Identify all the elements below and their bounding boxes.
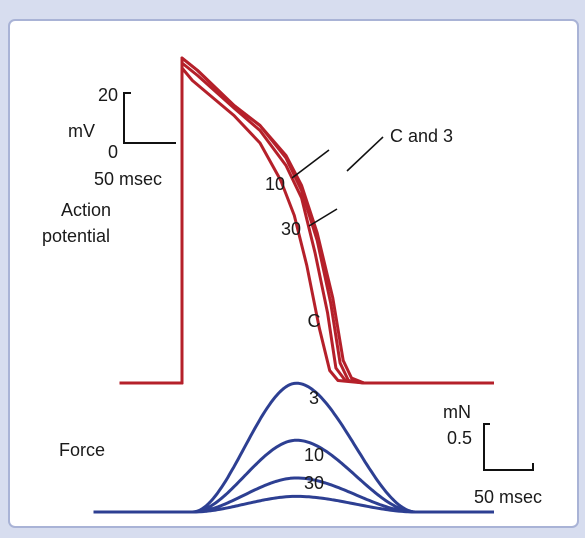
force-scale-time-label: 50 msec <box>474 487 542 507</box>
ap-annotation-c-and-3: C and 3 <box>390 126 453 146</box>
ap-series-10 <box>119 61 494 385</box>
ap-scale-bar <box>123 92 176 144</box>
force-scale-bar <box>483 423 534 471</box>
force-label-c: C <box>308 311 321 331</box>
ap-scale-bottom-label: 0 <box>108 142 118 162</box>
ap-scale-unit-label: mV <box>68 121 95 141</box>
force-label-10: 10 <box>304 445 324 465</box>
ap-annotation-leader-10 <box>291 149 330 179</box>
ap-annotation-leader-30 <box>308 208 338 227</box>
force-label-30: 30 <box>304 473 324 493</box>
force-panel-label: Force <box>59 440 105 460</box>
force-curves <box>93 381 494 514</box>
ap-annotation-30: 30 <box>281 219 301 239</box>
ap-annotation-10: 10 <box>265 174 285 194</box>
ap-series-3 <box>119 56 494 385</box>
force-series-10 <box>93 476 494 514</box>
force-series-3 <box>93 438 494 514</box>
force-scale-value-label: 0.5 <box>447 428 472 448</box>
action-potential-curves <box>119 56 494 385</box>
ap-panel-label-line2: potential <box>42 226 110 246</box>
force-series-c <box>93 381 494 514</box>
plot-frame <box>8 19 579 528</box>
ap-scale-top-label: 20 <box>98 85 118 105</box>
force-label-3: 3 <box>309 388 319 408</box>
ap-series-30 <box>119 66 494 385</box>
force-series-30 <box>93 494 494 514</box>
ap-panel-label-line1: Action <box>61 200 111 220</box>
ap-scale-time-label: 50 msec <box>94 169 162 189</box>
force-scale-unit-label: mN <box>443 402 471 422</box>
ap-annotation-leader-c-and-3 <box>346 136 384 172</box>
